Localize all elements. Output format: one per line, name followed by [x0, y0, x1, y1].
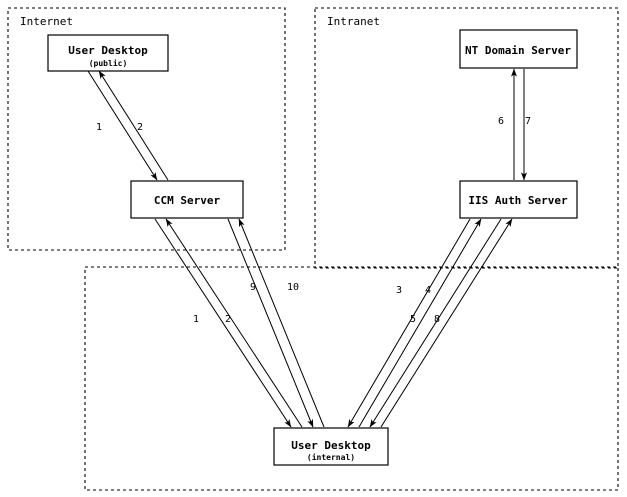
node-nt-domain-server-title: NT Domain Server: [465, 44, 571, 57]
zone-label-intranet: Intranet: [327, 15, 380, 28]
node-user-desktop-internal-subtitle: (internal): [307, 452, 355, 462]
flow-label-2-ccm-public: 2: [137, 122, 143, 133]
edge-flow-2-internal-to-ccm: [165, 218, 303, 428]
flow-label-8-internal-iis: 8: [434, 314, 440, 325]
zone-internal-boundary: [84, 266, 619, 491]
edge-flow-4-internal-to-iis: [358, 218, 482, 428]
edge-flow-10-internal-to-ccm: [238, 218, 325, 428]
flow-label-10-internal-ccm: 10: [287, 282, 299, 293]
node-boxes: [47, 29, 578, 466]
zone-internet-boundary: [7, 7, 286, 251]
node-iis-auth-server-title: IIS Auth Server: [468, 194, 568, 207]
edge-flow-3-iis-to-internal: [347, 218, 471, 428]
zone-label-internet: Internet: [20, 15, 73, 28]
edge-flow-1-public-to-ccm: [87, 70, 158, 181]
edge-flow-5-iis-to-internal: [369, 218, 502, 428]
node-ccm-server-title: CCM Server: [154, 194, 221, 207]
node-nt-domain-server-box[interactable]: [459, 29, 578, 69]
node-user-desktop-public-title: User Desktop: [68, 44, 148, 57]
flow-label-6-iis-nt-domain: 6: [498, 116, 504, 127]
node-user-desktop-internal-box[interactable]: [273, 427, 389, 466]
edge-flow-9-ccm-to-internal: [227, 218, 314, 428]
flow-label-1-public-ccm: 1: [96, 122, 102, 133]
edge-flow-8-internal-to-iis: [380, 218, 513, 428]
flow-edges: [87, 68, 527, 428]
flow-step-labels: 1 2 1 2 9 10 3 4 5 8 6 7: [96, 116, 531, 325]
zone-boundaries: [7, 7, 619, 491]
flow-label-1-ccm-internal: 1: [193, 314, 199, 325]
node-ccm-server-box[interactable]: [130, 180, 244, 219]
edge-flow-1-ccm-to-internal: [154, 218, 292, 428]
zone-labels: Internet Intranet: [20, 15, 380, 28]
node-user-desktop-public-subtitle: (public): [89, 58, 128, 68]
flow-label-5-iis-internal: 5: [410, 314, 416, 325]
zone-intranet-boundary: [314, 7, 619, 269]
flow-label-4-internal-iis: 4: [425, 285, 431, 296]
node-user-desktop-internal-title: User Desktop: [291, 439, 371, 452]
edge-flow-2-ccm-to-public: [98, 70, 169, 181]
flow-label-3-iis-internal: 3: [396, 285, 402, 296]
node-user-desktop-public-box[interactable]: [47, 34, 169, 72]
flow-label-2-internal-ccm: 2: [225, 314, 231, 325]
node-labels: User Desktop (public) CCM Server NT Doma…: [68, 44, 571, 462]
flow-label-9-ccm-internal: 9: [250, 282, 256, 293]
flow-label-7-nt-domain-iis: 7: [525, 116, 531, 127]
node-iis-auth-server-box[interactable]: [459, 180, 578, 219]
